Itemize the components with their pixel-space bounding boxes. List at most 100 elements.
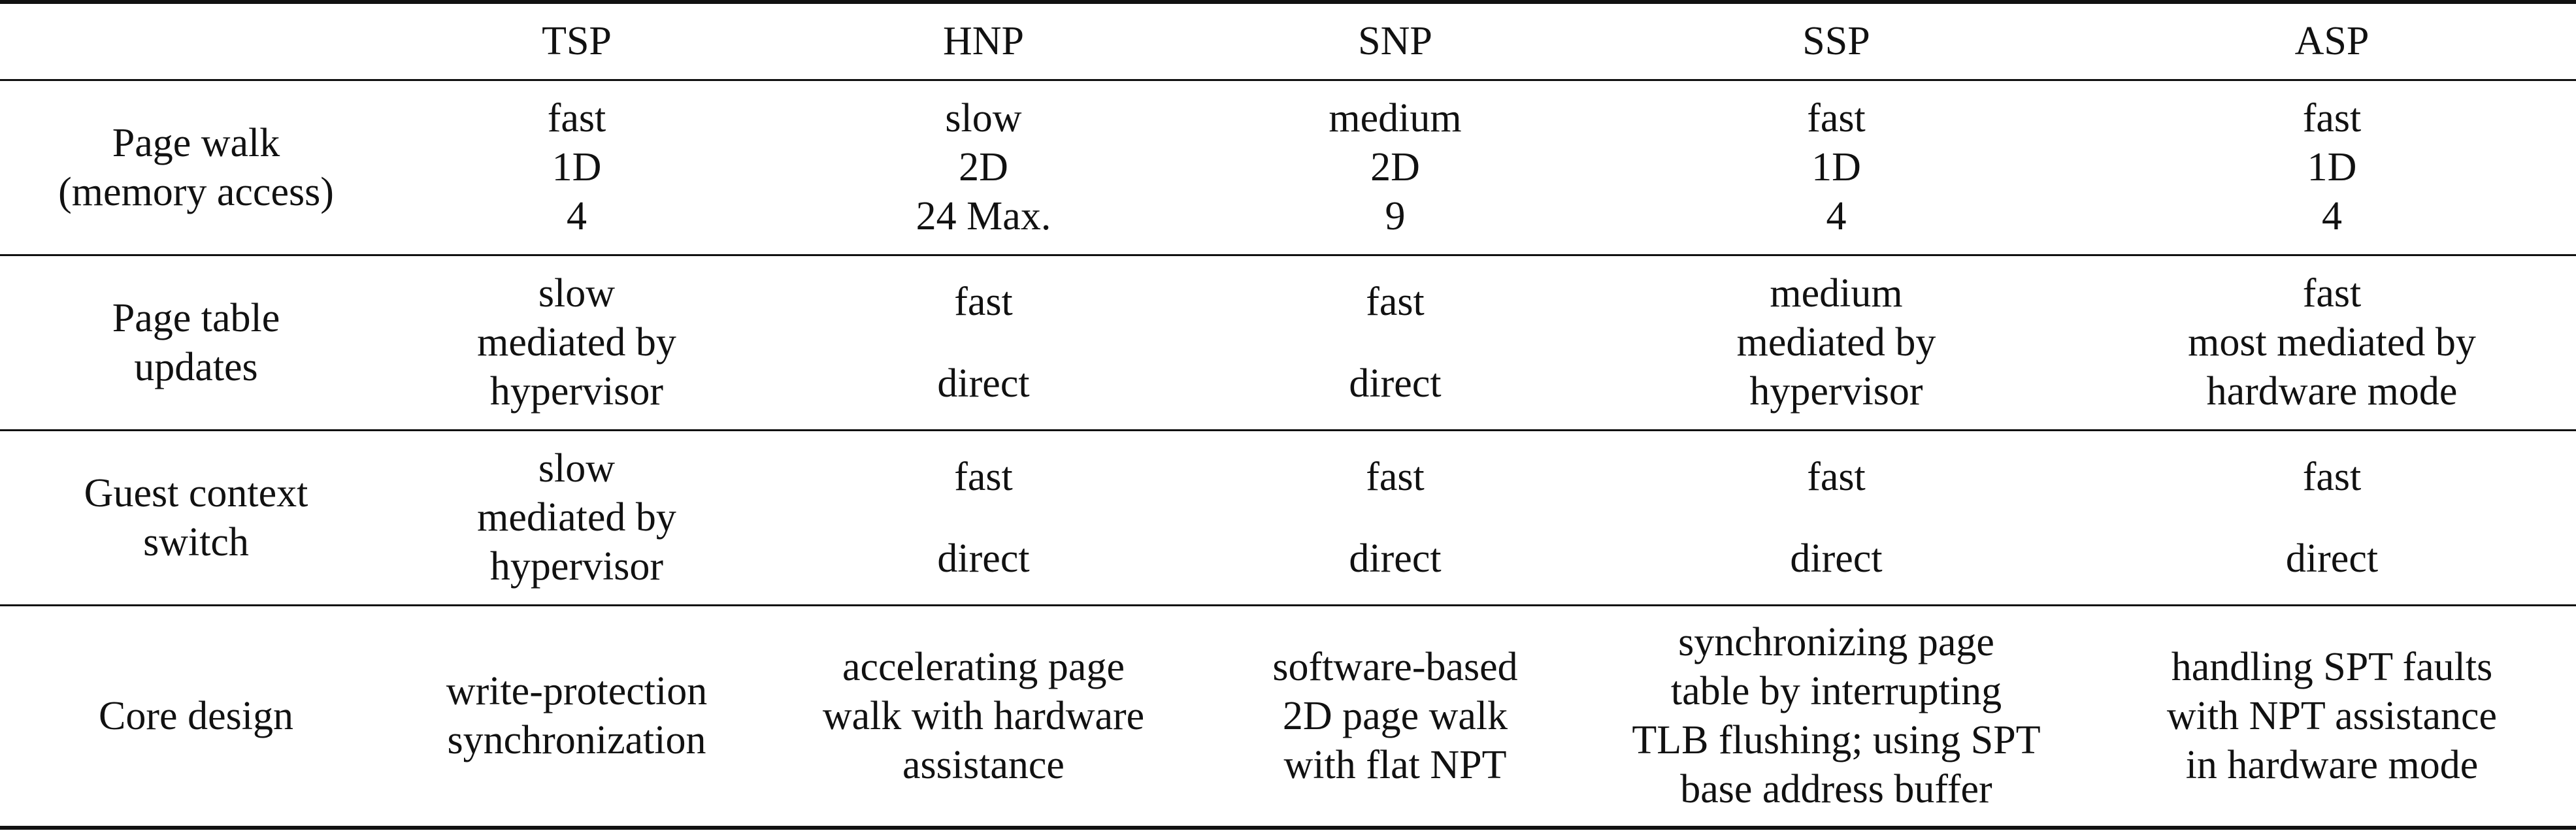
cell-line: slow	[538, 271, 616, 316]
row-core-design: Core design write-protection synchroniza…	[0, 605, 2576, 828]
header-empty	[0, 2, 392, 80]
row-label-line: switch	[143, 519, 249, 564]
cell-line: mediated by	[1736, 320, 1936, 365]
cell-line: with flat NPT	[1283, 742, 1507, 787]
header-row: TSP HNP SNP SSP ASP	[0, 2, 2576, 80]
cell-hnp: accelerating page walk with hardware ass…	[761, 606, 1206, 828]
cell-line: direct	[2285, 536, 2379, 581]
spacer	[761, 502, 1206, 534]
spacer	[2088, 502, 2576, 534]
cell-line: medium	[1770, 271, 1903, 316]
cell-line: direct	[1349, 361, 1442, 406]
spacer	[761, 327, 1206, 359]
header-ssp: SSP	[1802, 19, 1870, 63]
row-label-line: Page walk	[112, 120, 280, 165]
cell-line: fast	[1366, 279, 1425, 324]
cell-line: mediated by	[477, 320, 676, 365]
cell-line: hardware mode	[2206, 369, 2458, 414]
row-page-walk: Page walk (memory access) fast 1D 4 slow…	[0, 80, 2576, 255]
cell-line: fast	[1807, 96, 1866, 140]
cell-line: most mediated by	[2188, 320, 2476, 365]
cell-ssp: medium mediated by hypervisor	[1585, 255, 2088, 431]
cell-line: direct	[1790, 536, 1883, 581]
cell-line: TLB flushing; using SPT	[1632, 718, 2041, 762]
header-hnp: HNP	[942, 19, 1025, 63]
cell-line: 24 Max.	[916, 194, 1051, 238]
cell-hnp: fast direct	[761, 255, 1206, 431]
cell-asp: fast most mediated by hardware mode	[2088, 255, 2576, 431]
cell-line: software-based	[1272, 644, 1518, 689]
spacer	[1206, 327, 1585, 359]
row-label-line: (memory access)	[58, 169, 334, 214]
cell-asp: fast 1D 4	[2088, 80, 2576, 255]
cell-line: walk with hardware	[822, 693, 1145, 738]
row-label-line: Page table	[112, 295, 280, 340]
cell-line: 2D	[1370, 145, 1420, 189]
cell-line: 4	[2322, 194, 2342, 238]
cell-hnp: fast direct	[761, 431, 1206, 606]
spacer	[1206, 502, 1585, 534]
cell-line: hypervisor	[1749, 369, 1923, 414]
cell-line: 2D page walk	[1282, 693, 1508, 738]
cell-line: 4	[567, 194, 587, 238]
cell-line: assistance	[902, 742, 1065, 787]
header-asp: ASP	[2294, 19, 2370, 63]
cell-line: direct	[937, 361, 1030, 406]
header-tsp: TSP	[542, 19, 612, 63]
cell-ssp: fast direct	[1585, 431, 2088, 606]
cell-tsp: slow mediated by hypervisor	[392, 255, 761, 431]
cell-ssp: synchronizing page table by interrupting…	[1585, 606, 2088, 828]
cell-line: fast	[954, 454, 1013, 499]
cell-asp: fast direct	[2088, 431, 2576, 606]
row-label-line: Guest context	[84, 470, 308, 515]
header-snp: SNP	[1358, 19, 1432, 63]
cell-snp: medium 2D 9	[1206, 80, 1585, 255]
cell-line: 1D	[2307, 145, 2357, 189]
row-label-line: Core design	[99, 693, 293, 738]
cell-line: 1D	[552, 145, 602, 189]
cell-line: fast	[1366, 454, 1425, 499]
row-guest-context-switch: Guest context switch slow mediated by hy…	[0, 430, 2576, 606]
row-page-table-updates: Page table updates slow mediated by hype…	[0, 255, 2576, 431]
cell-line: fast	[2302, 96, 2362, 140]
cell-line: fast	[2302, 454, 2362, 499]
row-label: Core design	[0, 606, 392, 828]
row-label: Page walk (memory access)	[0, 80, 392, 255]
cell-line: 1D	[1811, 145, 1861, 189]
spacer	[1585, 502, 2088, 534]
row-label: Page table updates	[0, 255, 392, 431]
cell-line: write-protection	[446, 669, 708, 713]
cell-line: direct	[937, 536, 1030, 581]
cell-line: base address buffer	[1680, 767, 1992, 811]
cell-line: table by interrupting	[1670, 669, 2002, 713]
cell-asp: handling SPT faults with NPT assistance …	[2088, 606, 2576, 828]
cell-snp: software-based 2D page walk with flat NP…	[1206, 606, 1585, 828]
cell-line: 4	[1826, 194, 1847, 238]
cell-line: in hardware mode	[2185, 742, 2479, 787]
cell-line: slow	[538, 446, 616, 491]
cell-tsp: slow mediated by hypervisor	[392, 431, 761, 606]
cell-tsp: write-protection synchronization	[392, 606, 761, 828]
cell-line: fast	[2302, 271, 2362, 316]
cell-line: fast	[547, 96, 606, 140]
cell-line: handling SPT faults	[2171, 644, 2493, 689]
cell-line: fast	[1807, 454, 1866, 499]
cell-line: medium	[1329, 96, 1462, 140]
row-label-line: updates	[134, 344, 258, 389]
cell-line: hypervisor	[489, 369, 664, 414]
cell-line: direct	[1349, 536, 1442, 581]
cell-line: 9	[1385, 194, 1406, 238]
cell-line: mediated by	[477, 495, 676, 540]
cell-ssp: fast 1D 4	[1585, 80, 2088, 255]
cell-snp: fast direct	[1206, 255, 1585, 431]
cell-line: 2D	[959, 145, 1008, 189]
cell-line: hypervisor	[489, 544, 664, 589]
cell-hnp: slow 2D 24 Max.	[761, 80, 1206, 255]
cell-line: with NPT assistance	[2166, 693, 2498, 738]
cell-line: accelerating page	[842, 644, 1125, 689]
cell-line: fast	[954, 279, 1013, 324]
cell-line: synchronizing page	[1678, 620, 1994, 664]
cell-line: synchronization	[447, 718, 706, 762]
row-label: Guest context switch	[0, 431, 392, 606]
